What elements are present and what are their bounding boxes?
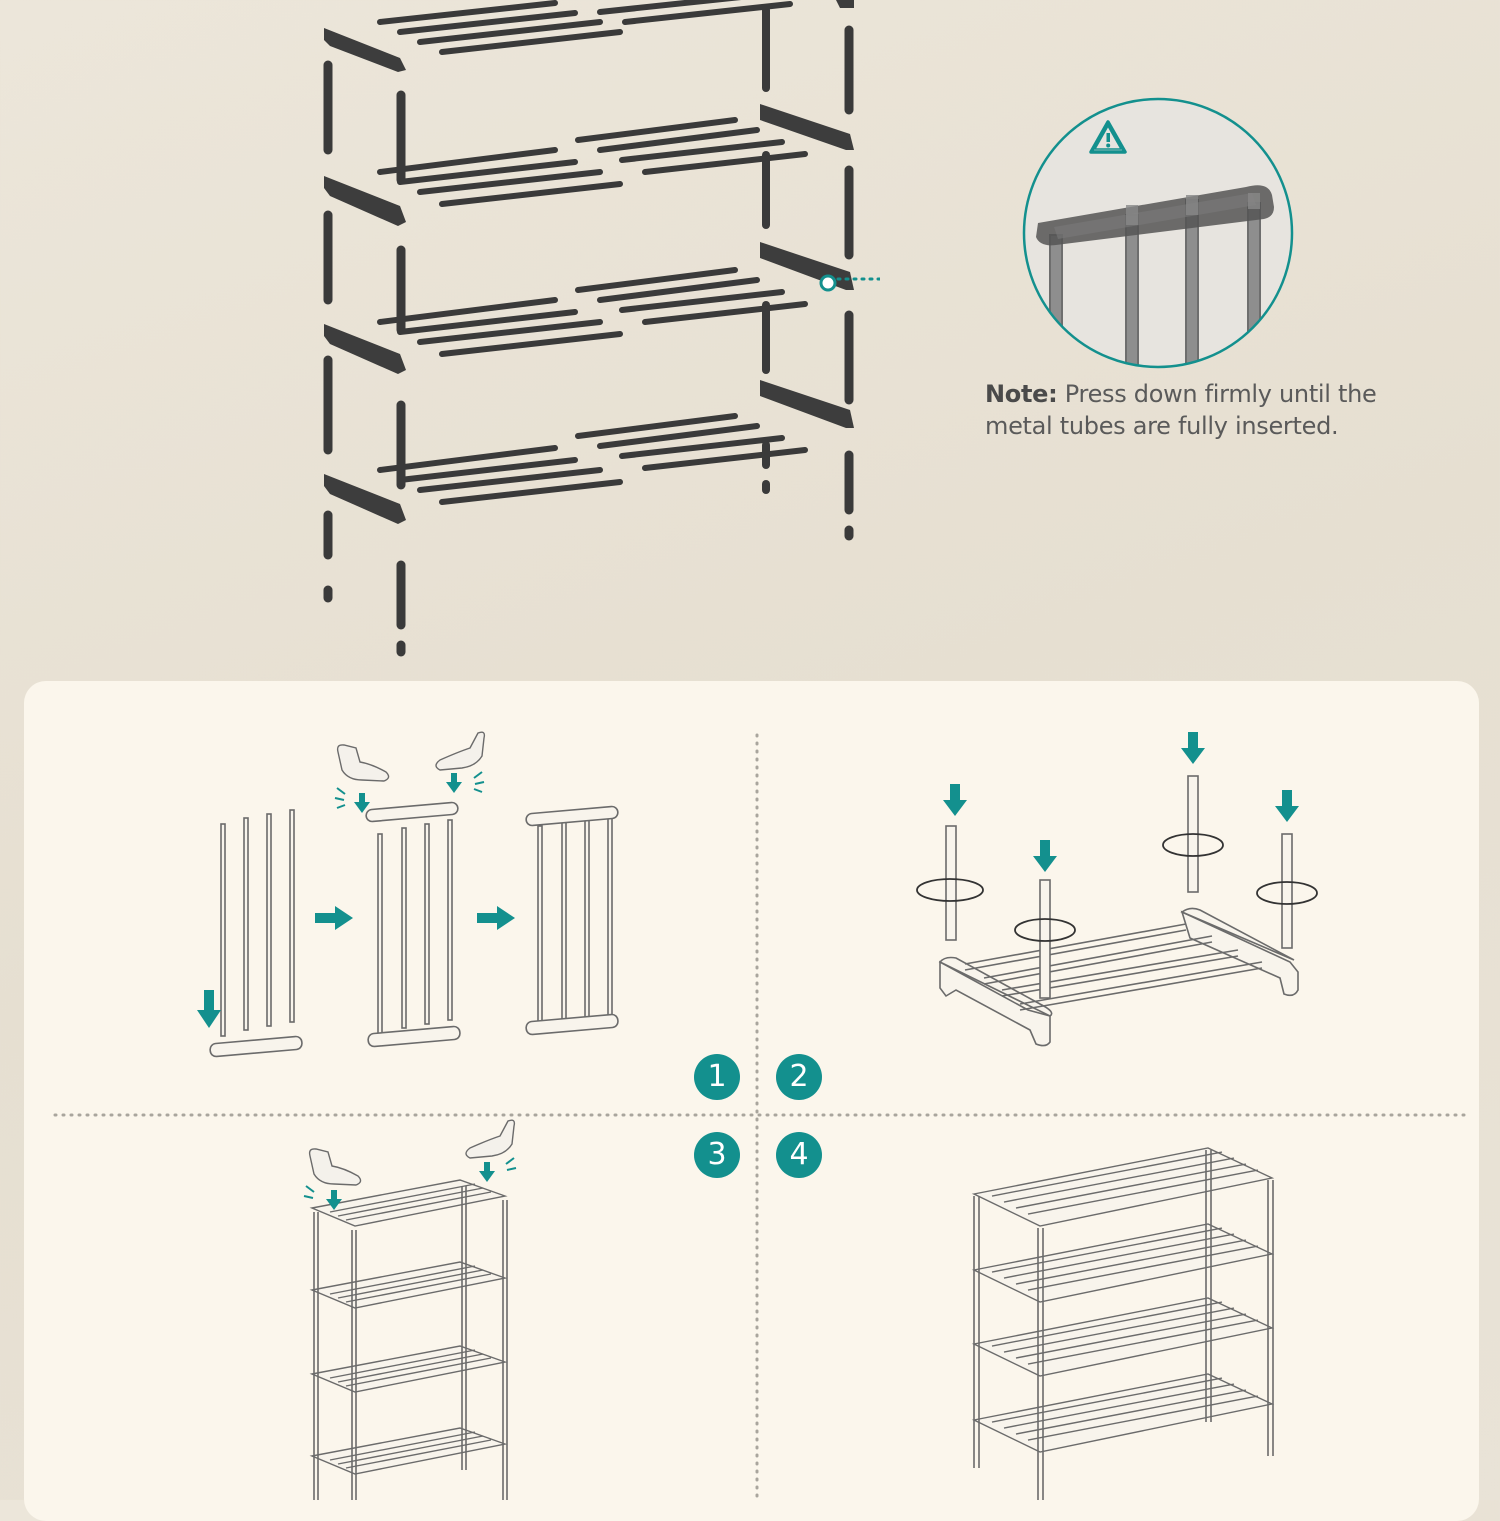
step-3-arrows xyxy=(326,1162,495,1210)
step-2-arrows xyxy=(943,732,1299,872)
arrow-icon xyxy=(477,906,515,930)
step-1-arrows xyxy=(197,773,515,1028)
tier xyxy=(971,1373,1275,1453)
ladder-frame xyxy=(525,805,619,1036)
posts xyxy=(313,1186,508,1500)
step-1-illustration xyxy=(209,801,619,1058)
step-badge-3: 3 xyxy=(694,1132,740,1178)
callout-marker xyxy=(819,274,837,292)
note-text: Note: Press down firmly until the metal … xyxy=(985,378,1415,442)
tier xyxy=(309,1345,508,1393)
zoom-detail-circle xyxy=(1022,97,1294,369)
arrow-icon xyxy=(479,1162,495,1182)
instruction-steps-diagram xyxy=(53,731,1467,1502)
step-3-illustration xyxy=(309,1179,508,1500)
tier xyxy=(309,1261,508,1309)
tier xyxy=(971,1297,1275,1377)
tier xyxy=(971,1147,1275,1227)
arrow-icon xyxy=(354,793,370,813)
warning-triangle-icon xyxy=(1089,120,1127,154)
step-badge-1: 1 xyxy=(694,1054,740,1100)
note-label: Note: xyxy=(985,380,1058,408)
shelf-bars xyxy=(377,0,808,505)
exploded-shelf-diagram xyxy=(323,0,880,657)
exploded-view-section: Note: Press down firmly until the metal … xyxy=(0,0,1500,680)
step-number: 4 xyxy=(789,1137,809,1172)
step-number: 2 xyxy=(789,1059,809,1094)
arrow-icon xyxy=(943,784,967,816)
step-badge-4: 4 xyxy=(776,1132,822,1178)
hand-press-icon xyxy=(336,731,486,782)
arrow-icon xyxy=(315,906,353,930)
hand-press-icon xyxy=(308,1119,516,1186)
step-number: 1 xyxy=(707,1059,727,1094)
arrow-icon xyxy=(197,990,221,1028)
tier xyxy=(309,1427,508,1475)
loose-tubes xyxy=(220,809,295,1037)
arrow-icon xyxy=(446,773,462,793)
arrow-icon xyxy=(326,1190,342,1210)
arrow-icon xyxy=(1275,790,1299,822)
step-badge-2: 2 xyxy=(776,1054,822,1100)
step-2-illustration xyxy=(916,775,1318,1047)
tubes-in-connector xyxy=(365,801,461,1048)
posts xyxy=(973,1150,1274,1500)
rotate-icon xyxy=(916,833,1318,942)
press-marks xyxy=(303,1157,517,1199)
tier xyxy=(309,1179,508,1227)
note-body: Press down firmly until the metal tubes … xyxy=(985,380,1377,440)
step-4-illustration xyxy=(971,1147,1275,1500)
arrow-icon xyxy=(1033,840,1057,872)
instruction-panel: 1 2 3 4 xyxy=(24,681,1479,1521)
step-number: 3 xyxy=(707,1137,727,1172)
tier xyxy=(971,1223,1275,1303)
arrow-icon xyxy=(1181,732,1205,764)
press-marks xyxy=(334,771,485,809)
